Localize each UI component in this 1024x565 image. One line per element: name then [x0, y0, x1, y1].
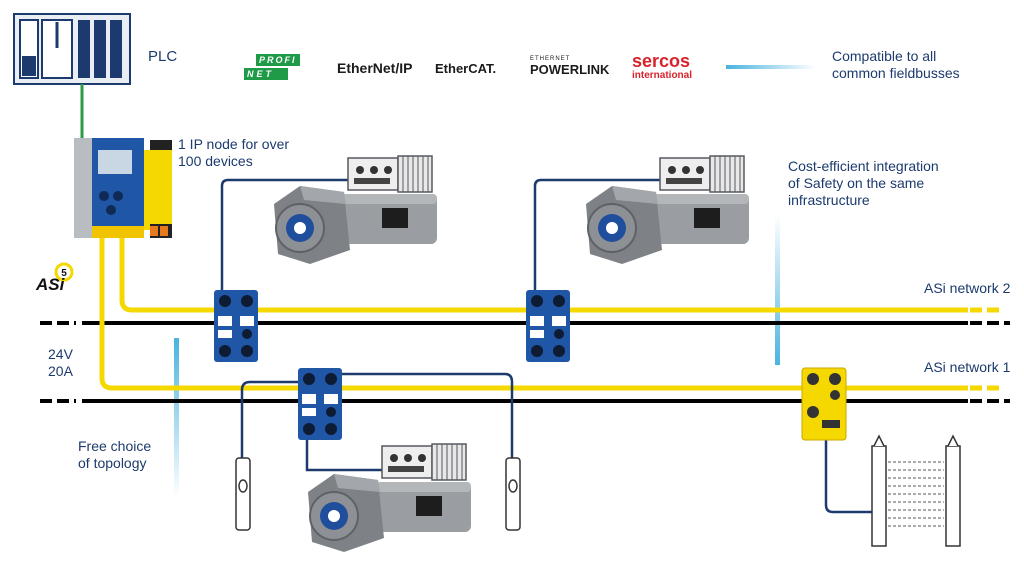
sensor-right [505, 457, 521, 531]
motor-drive-3 [307, 443, 472, 553]
powerlink-logo-bottom: POWERLINK [530, 62, 610, 77]
safety-label: Cost-efficient integration of Safety on … [788, 158, 939, 209]
motor-drive-1 [273, 155, 438, 265]
ip-node-label: 1 IP node for over 100 devices [178, 136, 289, 170]
sercos-logo: sercos international [632, 52, 692, 81]
ethernetip-logo: EtherNet/IP [337, 60, 413, 76]
asi-module-1 [214, 290, 258, 362]
sercos-logo-top: sercos [632, 51, 691, 71]
power-label-line: 20A [48, 363, 73, 379]
safety-marker [775, 215, 780, 365]
asi-logo-badge: 5 [61, 268, 67, 279]
ethercat-logo: EtherCAT. [435, 61, 497, 76]
sensor-left [235, 457, 251, 531]
profinet-logo-bottom: NET [244, 68, 288, 80]
safety-light-curtain [871, 434, 961, 547]
safety-label-line: of Safety on the same [788, 175, 925, 191]
asi-network-2-label: ASi network 2 [924, 280, 1011, 296]
safety-label-line: infrastructure [788, 192, 870, 208]
connection-cables [220, 178, 872, 514]
profinet-logo: PROFI NET [244, 54, 300, 80]
motor-drive-2 [585, 155, 750, 265]
safety-label-line: Cost-efficient integration [788, 158, 939, 174]
ip-node-label-line: 1 IP node for over [178, 136, 290, 152]
power-label: 24V 20A [48, 346, 73, 380]
power-label-line: 24V [48, 346, 73, 362]
compatible-label: Compatible to all common fieldbusses [832, 48, 960, 82]
asi-module-2 [526, 290, 570, 362]
plc-rack [13, 13, 131, 85]
ip-node-label-line: 100 devices [178, 153, 253, 169]
asi-safety-module [801, 367, 847, 441]
asi-gateway-device [74, 138, 172, 238]
plc-label: PLC [148, 48, 178, 65]
topology-label: Free choice of topology [78, 438, 151, 472]
compatible-label-line: Compatible to all [832, 48, 937, 64]
compatible-label-line: common fieldbusses [832, 65, 960, 81]
topology-marker [174, 338, 179, 498]
asi-module-3 [298, 368, 342, 440]
topology-label-line: of topology [78, 455, 147, 471]
powerlink-logo: ETHERNET POWERLINK [530, 56, 609, 77]
asi-logo-mark: 5 ASi [35, 262, 74, 294]
topology-label-line: Free choice [78, 438, 152, 454]
asi-logo-text: ASi [35, 275, 66, 294]
powerlink-logo-top: ETHERNET [530, 56, 571, 62]
profinet-logo-top: PROFI [256, 54, 300, 66]
asi-network-1-label: ASi network 1 [924, 359, 1011, 375]
compatibility-line [726, 65, 816, 69]
asi-yellow-lines [99, 238, 1004, 391]
sercos-logo-bottom: international [632, 70, 693, 81]
